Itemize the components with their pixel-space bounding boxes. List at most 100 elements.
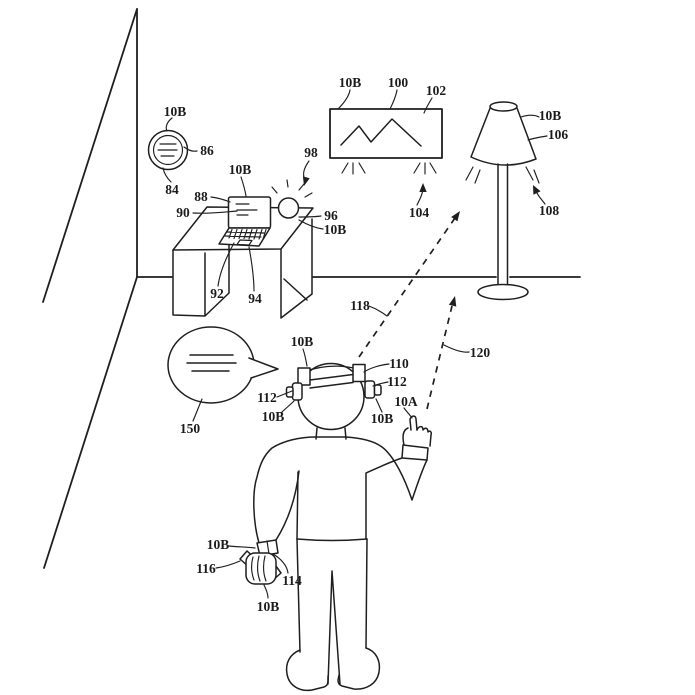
wristband-seam [266, 540, 270, 555]
legs-inner [327, 570, 341, 685]
floor-lamp [465, 101, 540, 301]
ref-label-106: 106 [548, 127, 569, 142]
person [239, 362, 432, 692]
leader-lamp-shade [527, 135, 548, 141]
laptop [218, 196, 272, 247]
hand-knuckles [416, 425, 432, 447]
ref-label-102: 102 [426, 83, 447, 98]
lamp-light-rays [465, 166, 540, 184]
right-cuff [401, 444, 429, 461]
picture-light-rays-left [341, 162, 366, 175]
glowing-sphere-device [271, 179, 313, 219]
right-arm-inner-edge [365, 457, 403, 540]
ref-label-108: 108 [539, 203, 560, 218]
left-fist [245, 552, 277, 585]
laptop-screen-text [235, 203, 258, 216]
leader-wrist-ref [228, 545, 256, 549]
ref-label-94: 94 [248, 291, 262, 306]
ref-label-116: 116 [196, 561, 216, 576]
lamp-shade-top [489, 101, 518, 112]
leader-hmd-band [363, 363, 390, 373]
speech-bubble-tail-fill [249, 358, 278, 378]
clock-inner-ring [152, 134, 184, 166]
ref-label-hmd-top-10b: 10B [291, 334, 314, 349]
room-outline [42, 8, 581, 569]
ref-label-92: 92 [210, 286, 224, 301]
leader-lamp-light-arrowhead [533, 185, 541, 195]
hmd-right-knob [373, 384, 382, 396]
lamp-shade [470, 106, 537, 166]
lamp-base [477, 283, 529, 301]
leader-lamp-ref [520, 114, 540, 118]
desk-right-leg [280, 218, 313, 319]
ref-label-hmd-right-10b: 10B [371, 411, 394, 426]
ref-label-110: 110 [389, 356, 409, 371]
mountain-artwork [340, 118, 422, 147]
ref-label-112-left: 112 [257, 390, 277, 405]
ref-label-86: 86 [200, 143, 214, 158]
ref-label-clock-10b: 10B [164, 104, 187, 119]
ref-label-controller-10b: 10B [257, 599, 280, 614]
room-left-wall-top-edge [42, 8, 138, 303]
ref-label-lamp-10b: 10B [539, 108, 562, 123]
desk-left-leg [172, 240, 230, 317]
desk-top [172, 206, 314, 251]
leader-clock-ref [165, 117, 173, 132]
ref-label-114: 114 [282, 573, 302, 588]
desk [172, 206, 314, 319]
ref-label-picture-10b: 10B [339, 75, 362, 90]
ref-label-96: 96 [324, 208, 338, 223]
room-left-floor-edge [43, 276, 138, 569]
wall-clock [147, 129, 189, 171]
hmd-left-earpiece [291, 382, 303, 401]
ref-label-120: 120 [470, 345, 491, 360]
gaze-dashed-arrow [358, 211, 460, 358]
leader-trackpad [248, 246, 255, 292]
hmd-band [309, 373, 354, 389]
leader-hmd-left-112 [276, 390, 293, 398]
ref-label-100: 100 [388, 75, 409, 90]
gaze-arrow-line [358, 217, 456, 358]
speech-bubble [167, 326, 279, 404]
hmd-right-cap [352, 363, 366, 383]
leader-controller-ref [263, 584, 269, 599]
picture-light-rays-right [413, 162, 437, 175]
leader-hmd-right-ref [375, 398, 383, 413]
ref-label-118: 118 [350, 298, 370, 313]
leader-clock-base [162, 167, 172, 183]
leader-sphere-ref [298, 219, 324, 230]
pointing-arrowhead [448, 296, 457, 307]
leader-controller [215, 560, 241, 569]
gaze-arrowhead [451, 211, 460, 222]
index-finger [409, 415, 418, 431]
ref-label-112-right: 112 [387, 374, 407, 389]
leader-laptop-screen [192, 210, 238, 214]
leader-picture-frame [423, 97, 433, 114]
ref-label-98: 98 [304, 145, 318, 160]
clock-outer-ring [147, 129, 189, 171]
leader-picture-ref [337, 89, 351, 110]
hmd-right-earpiece [364, 380, 376, 399]
ref-label-90: 90 [176, 205, 190, 220]
leader-wristband [272, 553, 289, 574]
ref-label-84: 84 [165, 182, 179, 197]
laptop-keyboard [224, 228, 267, 240]
wall-picture [329, 108, 443, 175]
torso-left-edge [296, 471, 299, 540]
leader-hmd-right-112 [372, 381, 389, 387]
ref-label-wrist-10b: 10B [207, 537, 230, 552]
hmd-left-cap [297, 367, 311, 386]
leader-lines [162, 89, 548, 599]
pointing-dashed-arrow [426, 296, 457, 410]
leader-clock [183, 146, 198, 152]
right-shoe [337, 647, 381, 690]
lamp-pole [497, 163, 509, 289]
pointing-arrow-line [426, 305, 453, 410]
fist-finger-lines [251, 555, 267, 582]
speech-bubble-tail [248, 357, 279, 379]
ref-label-sphere-10b: 10B [324, 222, 347, 237]
laptop-lid [227, 196, 272, 229]
picture-frame [329, 108, 443, 159]
